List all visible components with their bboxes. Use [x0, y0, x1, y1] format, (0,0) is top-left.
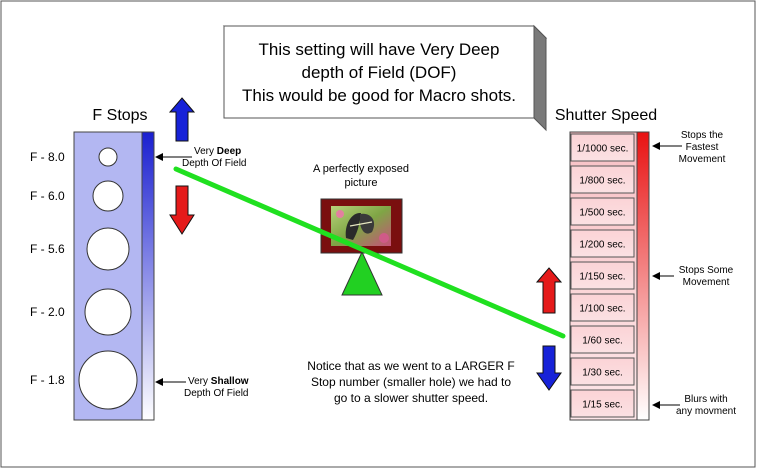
shutter-speed-label: 1/150 sec. — [579, 272, 625, 283]
shallow-note-line2: Depth Of Field — [184, 388, 248, 399]
shutter-speed-cell — [570, 165, 635, 194]
exposure-line-2: picture — [344, 177, 377, 189]
callout-line-3: This would be good for Macro shots. — [242, 86, 516, 105]
aperture-circles — [78, 147, 138, 410]
balance-line — [173, 166, 566, 339]
shutter-speed-cell — [570, 261, 635, 290]
arrow-down-icon — [536, 345, 562, 391]
fast-note-line2: Fastest — [686, 142, 719, 153]
deep-note: Very Deep — [194, 146, 241, 157]
shutter-speed-cell — [570, 293, 635, 322]
callout-box: This setting will have Very Deep depth o… — [222, 24, 548, 132]
shutter-speed-item: 1/100 sec. — [570, 293, 635, 322]
fstop-labels: F - 8.0 F - 6.0 F - 5.6 F - 2.0 F - 1.8 — [30, 150, 65, 387]
shutter-speed-cell — [570, 357, 635, 386]
exposure-line-1: A perfectly exposed — [313, 163, 409, 175]
fast-note-line3: Movement — [679, 154, 726, 165]
shutter-speed-item: 1/150 sec. — [570, 261, 635, 290]
shallow-note: Very Shallow — [188, 376, 249, 387]
shutter-speed-item: 1/800 sec. — [570, 165, 635, 194]
shutter-speed-item: 1/200 sec. — [570, 229, 635, 258]
shutter-speed-label: 1/200 sec. — [579, 240, 625, 251]
fast-note-line1: Stops the — [681, 130, 724, 141]
shutter-speed-label: 1/500 sec. — [579, 208, 625, 219]
shutter-speed-label: 1/100 sec. — [579, 304, 625, 315]
aperture-f6 — [92, 180, 124, 212]
blur-note-line1: Blurs with — [684, 394, 727, 405]
fulcrum-triangle — [341, 250, 383, 296]
fstop-label: F - 1.8 — [30, 373, 65, 387]
notice-line-2: Stop number (smaller hole) we had to — [311, 375, 511, 389]
shutter-speed-label: 1/30 sec. — [582, 368, 623, 379]
butterfly-photo — [320, 198, 403, 254]
shutter-gradient-bar — [636, 131, 650, 421]
fstop-label: F - 2.0 — [30, 305, 65, 319]
fstops-gradient-bar — [141, 131, 155, 421]
callout-line-1: This setting will have Very Deep — [259, 40, 500, 59]
shutter-speed-item: 1/500 sec. — [570, 197, 635, 226]
shutter-speed-cell — [570, 133, 635, 162]
arrow-down-icon — [169, 185, 195, 235]
shutter-speed-cell — [570, 325, 635, 354]
shutter-speed-item: 1/30 sec. — [570, 357, 635, 386]
shutter-speed-label: 1/800 sec. — [579, 176, 625, 187]
arrow-up-icon — [168, 97, 196, 142]
fstop-label: F - 5.6 — [30, 242, 65, 256]
shutter-speed-list: 1/1000 sec. 1/800 sec. 1/500 sec. 1/200 sec… — [570, 133, 635, 418]
aperture-f2 — [84, 288, 132, 336]
blur-note-line2: any movment — [676, 406, 736, 417]
fstops-title: F Stops — [92, 107, 147, 124]
shutter-speed-cell — [570, 229, 635, 258]
deep-note-line2: Depth Of Field — [182, 158, 246, 169]
shutter-speed-item: 1/1000 sec. — [570, 133, 635, 162]
shutter-speed-cell — [570, 389, 635, 418]
fstop-label: F - 8.0 — [30, 150, 65, 164]
callout-line-2: depth of Field (DOF) — [302, 63, 457, 82]
shutter-speed-label: 1/60 sec. — [582, 336, 623, 347]
aperture-f5-6 — [86, 227, 130, 271]
some-note-line2: Movement — [683, 277, 730, 288]
shutter-speed-cell — [570, 197, 635, 226]
shutter-speed-item: 1/15 sec. — [570, 389, 635, 418]
aperture-f1-8 — [78, 350, 138, 410]
shutter-speed-label: 1/1000 sec. — [577, 144, 629, 155]
shutter-speed-item: 1/60 sec. — [570, 325, 635, 354]
aperture-f8 — [98, 147, 118, 167]
some-note-line1: Stops Some — [679, 265, 734, 276]
fstop-label: F - 6.0 — [30, 189, 65, 203]
arrow-up-icon — [535, 267, 563, 314]
notice-line-3: go to a slower shutter speed. — [334, 391, 488, 405]
shutter-title: Shutter Speed — [555, 107, 657, 124]
shutter-speed-label: 1/15 sec. — [582, 400, 623, 411]
notice-line-1: Notice that as we went to a LARGER F — [307, 359, 514, 373]
